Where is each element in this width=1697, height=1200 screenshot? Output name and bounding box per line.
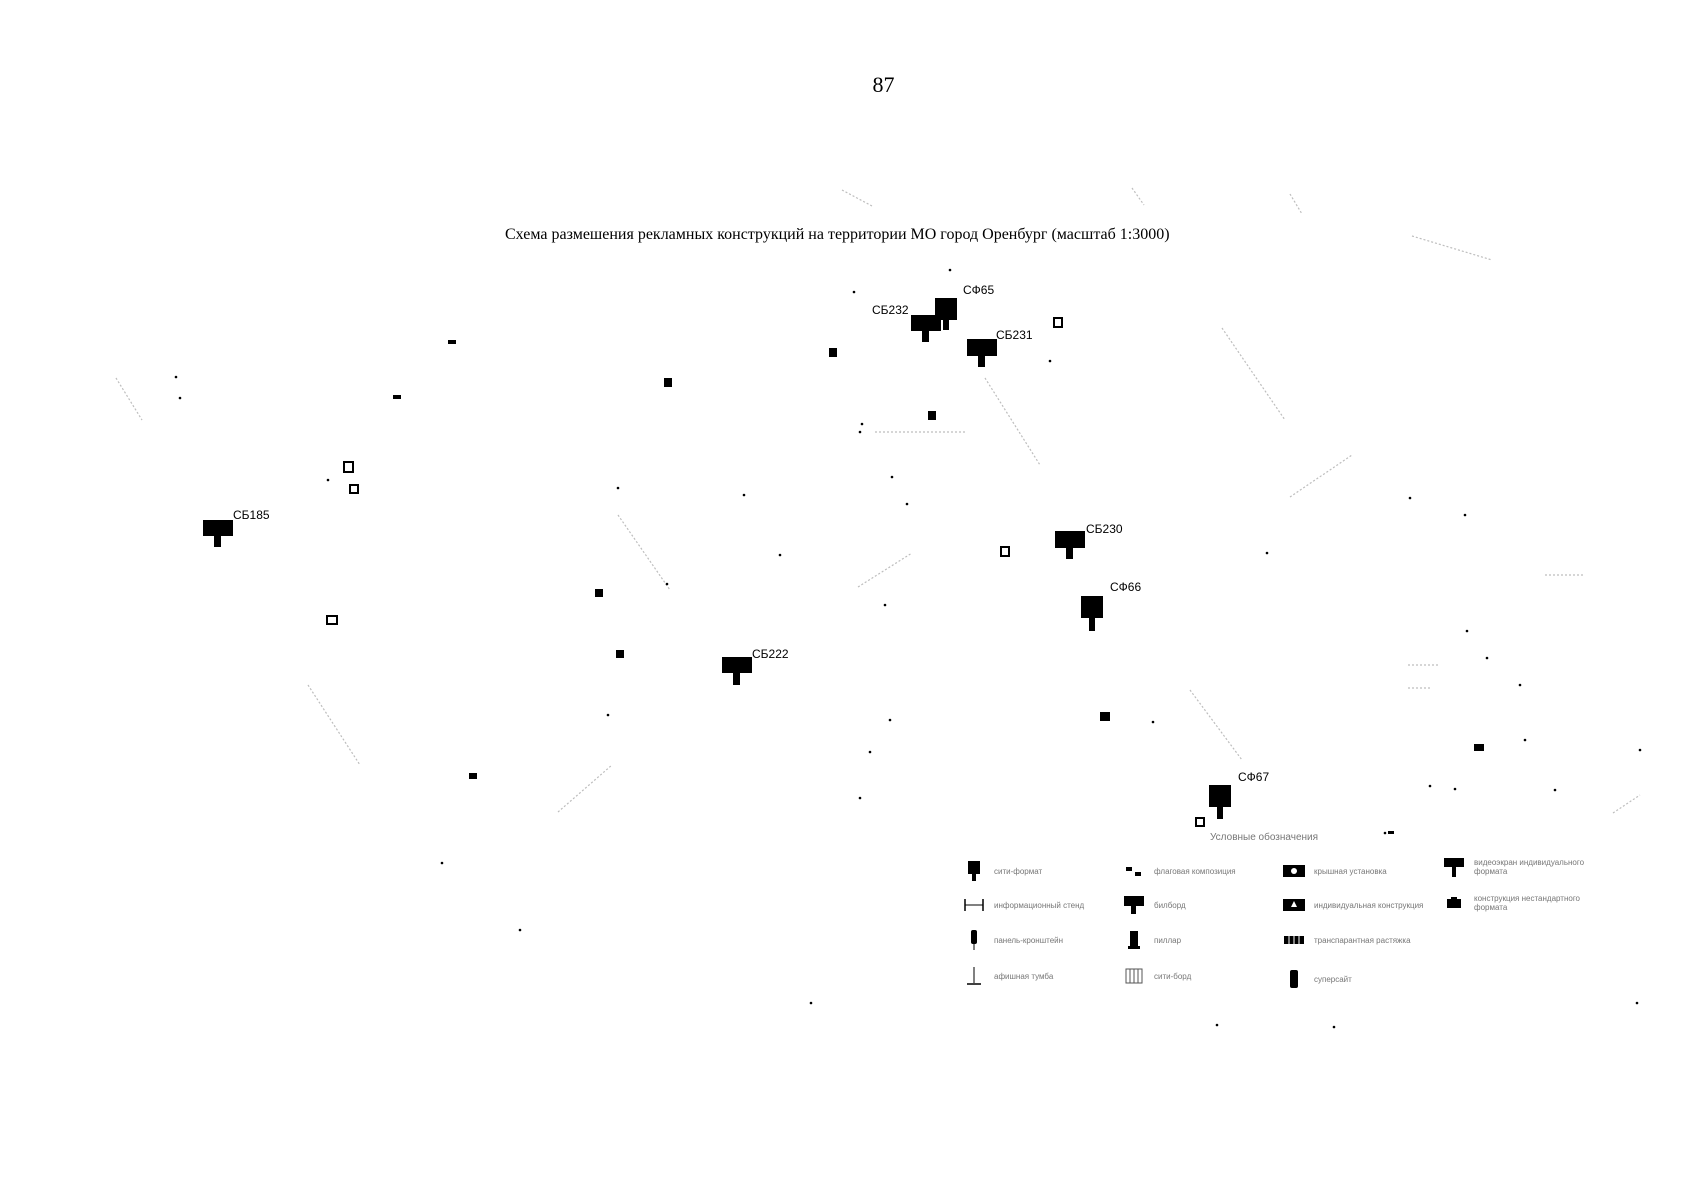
- city-board-icon: [1122, 965, 1146, 987]
- street-traces: [115, 187, 1641, 814]
- video-screen-icon: [1442, 856, 1466, 878]
- map-marker-sf66[interactable]: СФ66: [1081, 580, 1141, 631]
- marker-label: СФ66: [1110, 580, 1141, 594]
- legend-item-roof-installation: крышная установка: [1282, 860, 1442, 882]
- legend-item-city-board: сити-борд: [1122, 965, 1282, 987]
- marker-label: СФ67: [1238, 770, 1269, 784]
- pillar-icon: [1122, 929, 1146, 951]
- page-number: 87: [872, 72, 895, 97]
- small-map-symbols: [326, 317, 1484, 834]
- map-title: Схема размешения рекламных конструкций н…: [505, 226, 1170, 243]
- legend-item-individual-construction: индивидуальная конструкция: [1282, 894, 1442, 916]
- marker-label: СБ231: [996, 328, 1033, 342]
- legend-item-supersite: суперсайт: [1282, 956, 1442, 1002]
- map-marker-sb231[interactable]: СБ231: [967, 328, 1033, 367]
- map-marker-sf67[interactable]: СФ67: [1209, 770, 1269, 819]
- legend-item-poster-column: афишная тумба: [962, 965, 1122, 987]
- legend-item-bracket-panel: панель-кронштейн: [962, 929, 1122, 951]
- billboard-icon: [1122, 894, 1146, 916]
- city-format-icon: [962, 860, 986, 882]
- legend-item-nonstandard-format: конструкция нестандартного формата: [1442, 892, 1602, 914]
- map-marker-sb185[interactable]: СБ185: [203, 508, 270, 547]
- poster-column-icon: [962, 965, 986, 987]
- legend-item-pillar: пиллар: [1122, 929, 1282, 951]
- bracket-panel-icon: [962, 929, 986, 951]
- banner-stretch-icon: [1282, 929, 1306, 951]
- info-stand-icon: [962, 894, 986, 916]
- map-marker-sb230[interactable]: СБ230: [1055, 522, 1123, 559]
- legend: Условные обозначения сити-формат флагова…: [960, 832, 1600, 1012]
- legend-item-city-format: сити-формат: [962, 860, 1122, 882]
- legend-item-flag-composition: флаговая композиция: [1122, 860, 1282, 882]
- map-marker-sb222[interactable]: СБ222: [722, 647, 789, 685]
- marker-label: СФ65: [963, 283, 994, 297]
- legend-item-info-stand: информационный стенд: [962, 894, 1122, 916]
- marker-label: СБ185: [233, 508, 270, 522]
- marker-label: СБ232: [872, 303, 909, 317]
- marker-label: СБ222: [752, 647, 789, 661]
- legend-item-video-screen: видеоэкран индивидуального формата: [1442, 856, 1600, 878]
- legend-title: Условные обозначения: [1210, 832, 1319, 843]
- map-marker-sf65[interactable]: СФ65: [935, 283, 994, 330]
- marker-label: СБ230: [1086, 522, 1123, 536]
- nonstandard-format-icon: [1442, 892, 1466, 914]
- legend-item-banner-stretch: транспарантная растяжка: [1282, 929, 1442, 951]
- legend-item-billboard: билборд: [1122, 894, 1282, 916]
- supersite-icon: [1282, 968, 1306, 990]
- map-dots: [174, 268, 1642, 1029]
- roof-installation-icon: [1282, 860, 1306, 882]
- flag-composition-icon: [1122, 860, 1146, 882]
- individual-construction-icon: [1282, 894, 1306, 916]
- map-marker-sb232[interactable]: СБ232: [872, 303, 941, 342]
